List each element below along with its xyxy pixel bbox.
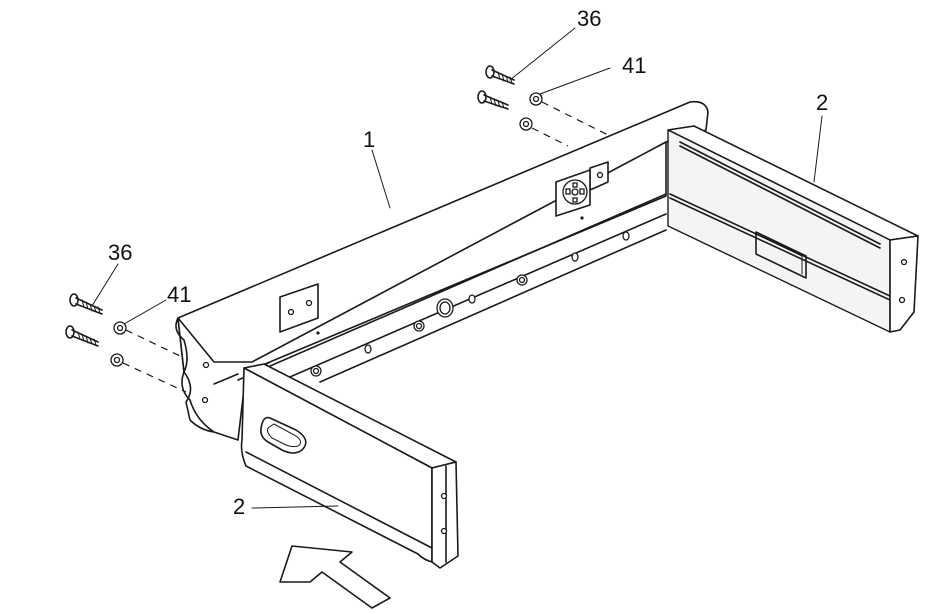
leader-2-right [813, 115, 823, 183]
assembly-line-left-1 [125, 329, 181, 357]
callout-41-left: 41 [167, 282, 191, 307]
bracket-plate-left [279, 283, 319, 333]
leader-2-left [251, 505, 339, 509]
assembly-line-top-2 [531, 127, 569, 147]
leader-41-left [123, 299, 167, 325]
washers-left [110, 321, 127, 367]
callout-41-top: 41 [622, 53, 646, 78]
side-rail-left [240, 363, 459, 569]
leader-36-left [91, 263, 119, 307]
washers-top [519, 92, 543, 131]
assembly-line-left-2 [122, 362, 187, 393]
connector-socket [555, 161, 609, 217]
callout-2-left: 2 [233, 494, 245, 519]
assembly-line-top-1 [541, 101, 611, 137]
callout-36-top: 36 [577, 6, 601, 31]
screws-left [65, 293, 103, 347]
leader-1 [371, 149, 391, 209]
callout-1: 1 [363, 127, 375, 152]
screws-top [477, 65, 515, 110]
leader-36-top [509, 27, 576, 81]
leader-41-top [539, 67, 611, 95]
callout-2-right: 2 [816, 90, 828, 115]
side-rail-right [667, 125, 919, 333]
direction-arrow [279, 545, 391, 609]
callout-36-left: 36 [108, 240, 132, 265]
